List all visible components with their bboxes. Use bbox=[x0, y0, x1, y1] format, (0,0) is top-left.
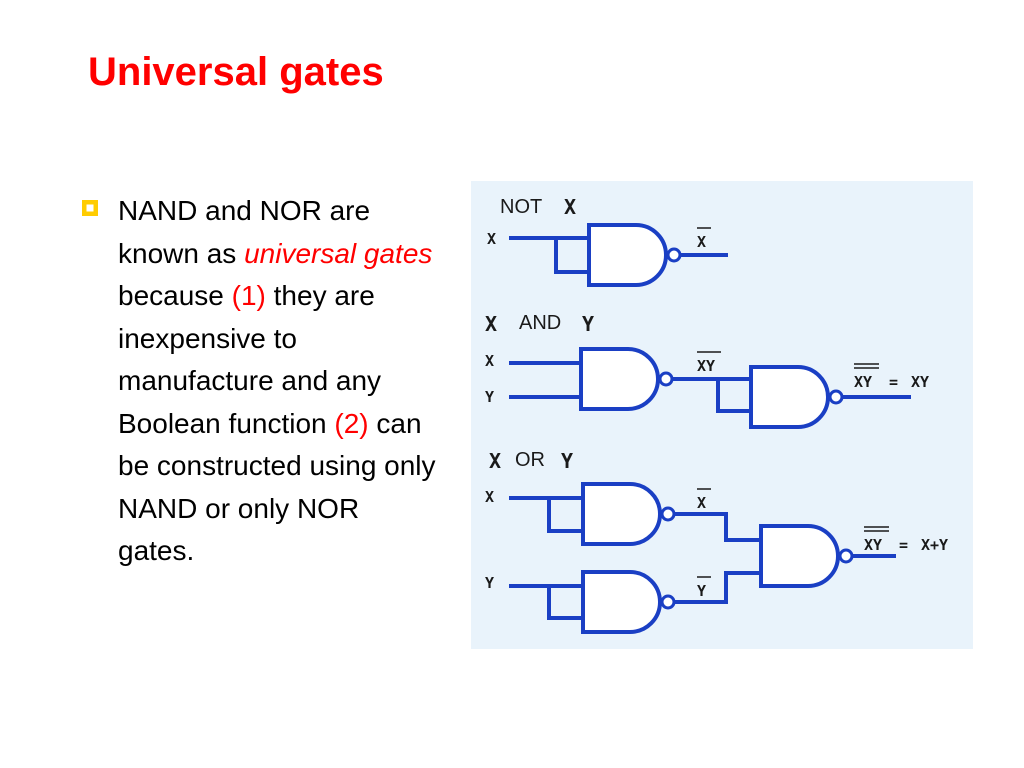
and-mid-wire-tied bbox=[716, 379, 751, 413]
and-output-rhs: XY bbox=[911, 373, 929, 391]
and-first-nand-gate bbox=[579, 347, 660, 411]
bullet-text: NAND and NOR are known as universal gate… bbox=[118, 190, 438, 573]
and-output-eq: = bbox=[889, 373, 898, 391]
or-title-right: Y bbox=[561, 449, 573, 473]
or-title-word: OR bbox=[515, 449, 545, 471]
nand-gate-diagram: NOT X X X X AND Y X Y XY bbox=[471, 181, 973, 649]
reason-marker-2: (2) bbox=[334, 407, 369, 439]
or-x-bubble bbox=[660, 506, 676, 522]
not-output-label: X bbox=[697, 233, 706, 251]
not-input-wire-tied bbox=[554, 238, 589, 274]
or-output-rhs: X+Y bbox=[921, 536, 948, 554]
and-title-right: Y bbox=[582, 312, 594, 336]
reason-marker-1: (1) bbox=[231, 280, 266, 311]
and-first-bubble bbox=[658, 371, 674, 387]
and-title-word: AND bbox=[519, 312, 561, 334]
and-title-left: X bbox=[485, 312, 497, 336]
slide-title: Universal gates bbox=[88, 50, 384, 94]
not-nand-gate bbox=[587, 223, 668, 287]
and-second-nand-gate bbox=[749, 365, 830, 429]
and-input-x-label: X bbox=[485, 352, 494, 370]
and-section: X AND Y X Y XY XY = XY bbox=[485, 312, 929, 429]
and-input-y-label: Y bbox=[485, 388, 494, 406]
and-second-bubble bbox=[828, 389, 844, 405]
or-x-nand-gate bbox=[581, 482, 662, 546]
bullet-text-segment: can be constructed using only NAND or on… bbox=[118, 407, 436, 567]
bullet-text-segment: NAND and NOR are known as bbox=[118, 195, 371, 269]
or-final-nand-gate bbox=[759, 524, 840, 588]
or-output-eq: = bbox=[899, 536, 908, 554]
not-gate-bubble bbox=[666, 247, 682, 263]
or-title-left: X bbox=[489, 449, 501, 473]
or-y-mid-label: Y bbox=[697, 582, 706, 600]
bullet-text-segment: because bbox=[118, 280, 232, 311]
or-y-bubble bbox=[660, 594, 676, 610]
or-y-nand-gate bbox=[581, 570, 662, 634]
or-section: X OR Y X X Y Y XY = X+Y bbox=[485, 449, 948, 634]
bullet-text-segment: they are inexpensive to manufacture and … bbox=[118, 280, 382, 439]
or-input-x-label: X bbox=[485, 488, 494, 506]
or-final-bubble bbox=[838, 548, 854, 564]
hollow-square-bullet-icon bbox=[82, 200, 98, 216]
not-section: NOT X X X bbox=[487, 195, 728, 287]
or-x-to-final-wire bbox=[674, 512, 761, 542]
or-input-y-label: Y bbox=[485, 574, 494, 592]
not-title-var: X bbox=[564, 195, 576, 219]
or-x-mid-label: X bbox=[697, 494, 706, 512]
universal-gates-term: universal gates bbox=[244, 237, 433, 269]
not-input-label: X bbox=[487, 230, 496, 248]
and-mid-label: XY bbox=[697, 357, 715, 375]
or-output-lhs: XY bbox=[864, 536, 882, 554]
or-input-y-tied bbox=[547, 586, 583, 620]
or-y-to-final-wire bbox=[674, 571, 761, 604]
nand-gate-diagram-svg: NOT X X X X AND Y X Y XY bbox=[485, 195, 948, 634]
not-title-word: NOT bbox=[500, 196, 542, 218]
and-output-lhs: XY bbox=[854, 373, 872, 391]
or-input-x-tied bbox=[547, 498, 583, 533]
